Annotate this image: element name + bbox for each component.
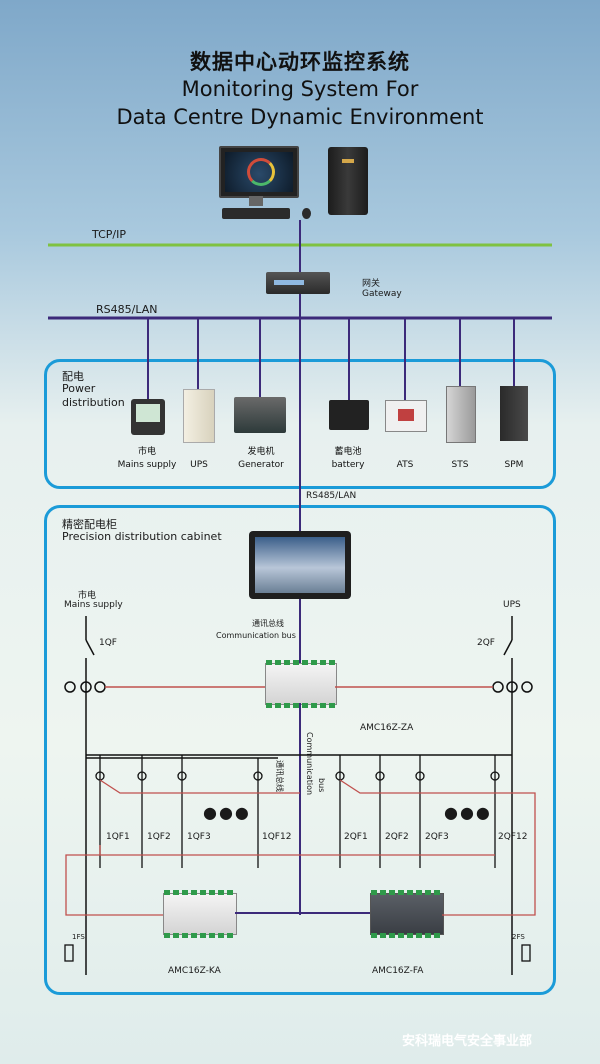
gateway-label-cn: 网关 <box>362 279 381 289</box>
breaker-1qf-label: 1QF <box>99 638 117 648</box>
rs485-mid-label: RS485/LAN <box>306 491 357 501</box>
power-title-en-2: distribution <box>62 396 125 409</box>
device-label-ups: UPS <box>190 460 208 470</box>
mouse-icon <box>302 208 311 219</box>
cabinet-mains-en: Mains supply <box>64 600 123 610</box>
device-label-generator-en: Generator <box>238 460 284 470</box>
branch-2qf3-label: 2QF3 <box>425 832 449 842</box>
comm-bus-cn: 通讯总线 <box>252 619 284 628</box>
rs485-top-label: RS485/LAN <box>96 303 158 316</box>
tcpip-label: TCP/IP <box>92 228 126 241</box>
monitor-stand-icon <box>249 196 263 206</box>
device-label-battery-cn: 蓄电池 <box>334 447 362 457</box>
cabinet-mains-cn: 市电 <box>78 591 97 601</box>
cabinet-ups-label: UPS <box>503 600 521 610</box>
title-english-line2: Data Centre Dynamic Environment <box>116 105 484 129</box>
branch-2qf2-label: 2QF2 <box>385 832 409 842</box>
meter-za-label: AMC16Z-ZA <box>360 723 414 733</box>
meter-fa-label: AMC16Z-FA <box>372 966 424 976</box>
device-label-battery-en: battery <box>331 460 365 470</box>
device-label-spm: SPM <box>504 460 524 470</box>
branch-1qf2-label: 1QF2 <box>147 832 171 842</box>
title-english-line1: Monitoring System For <box>181 77 419 101</box>
battery-icon <box>329 400 369 430</box>
branch-2qf1-label: 2QF1 <box>344 832 368 842</box>
ellipsis-right: ●●● <box>444 803 492 822</box>
computer-tower-icon <box>328 147 368 215</box>
power-title-en-1: Power <box>62 382 96 395</box>
signal-loop-left-bottom <box>65 845 163 916</box>
branch-feeders <box>99 755 496 868</box>
breaker-2qf-label: 2QF <box>477 638 495 648</box>
fuse-2fs-symbol <box>521 944 531 962</box>
branch-1qf3-label: 1QF3 <box>187 832 211 842</box>
power-title-cn: 配电 <box>62 370 84 383</box>
ups-icon <box>183 389 215 443</box>
title-chinese: 数据中心动环监控系统 <box>190 50 410 74</box>
ats-icon <box>385 400 427 432</box>
signal-loop-left-top <box>99 779 300 794</box>
signal-loop-right-top <box>339 779 536 916</box>
cabinet-title-en: Precision distribution cabinet <box>62 530 222 543</box>
sts-icon <box>446 386 476 443</box>
device-label-mains-en: Mains supply <box>117 460 177 470</box>
branch-cts <box>95 771 500 781</box>
branch-1qf12-label: 1QF12 <box>262 832 292 842</box>
fuse-1fs-label: 1FS <box>72 933 85 941</box>
branch-1qf1-label: 1QF1 <box>106 832 130 842</box>
device-label-ats: ATS <box>396 460 414 470</box>
watermark: 安科瑞电气安全事业部 <box>402 1034 533 1049</box>
device-label-generator-cn: 发电机 <box>247 447 275 457</box>
device-drop-lines <box>147 318 515 400</box>
touch-screen-icon <box>249 531 351 599</box>
meter-fa-icon <box>370 890 444 938</box>
fuse-1fs-symbol <box>64 944 74 962</box>
comm-bus-en: Communication bus <box>216 631 296 640</box>
meter-ka-label: AMC16Z-KA <box>168 966 221 976</box>
spm-icon <box>500 386 528 441</box>
keyboard-icon <box>222 208 290 219</box>
device-label-sts: STS <box>451 460 469 470</box>
generator-icon <box>234 397 286 433</box>
fuse-2fs-label: 2FS <box>512 933 525 941</box>
device-label-mains-cn: 市电 <box>137 447 156 457</box>
power-meter-icon <box>131 399 165 435</box>
gateway-icon <box>266 272 330 294</box>
gateway-label-en: Gateway <box>362 289 402 299</box>
cabinet-title-cn: 精密配电柜 <box>62 518 117 531</box>
ellipsis-left: ●●● <box>203 803 251 822</box>
meter-ka-icon <box>163 890 237 938</box>
incoming-feeders <box>85 616 513 975</box>
